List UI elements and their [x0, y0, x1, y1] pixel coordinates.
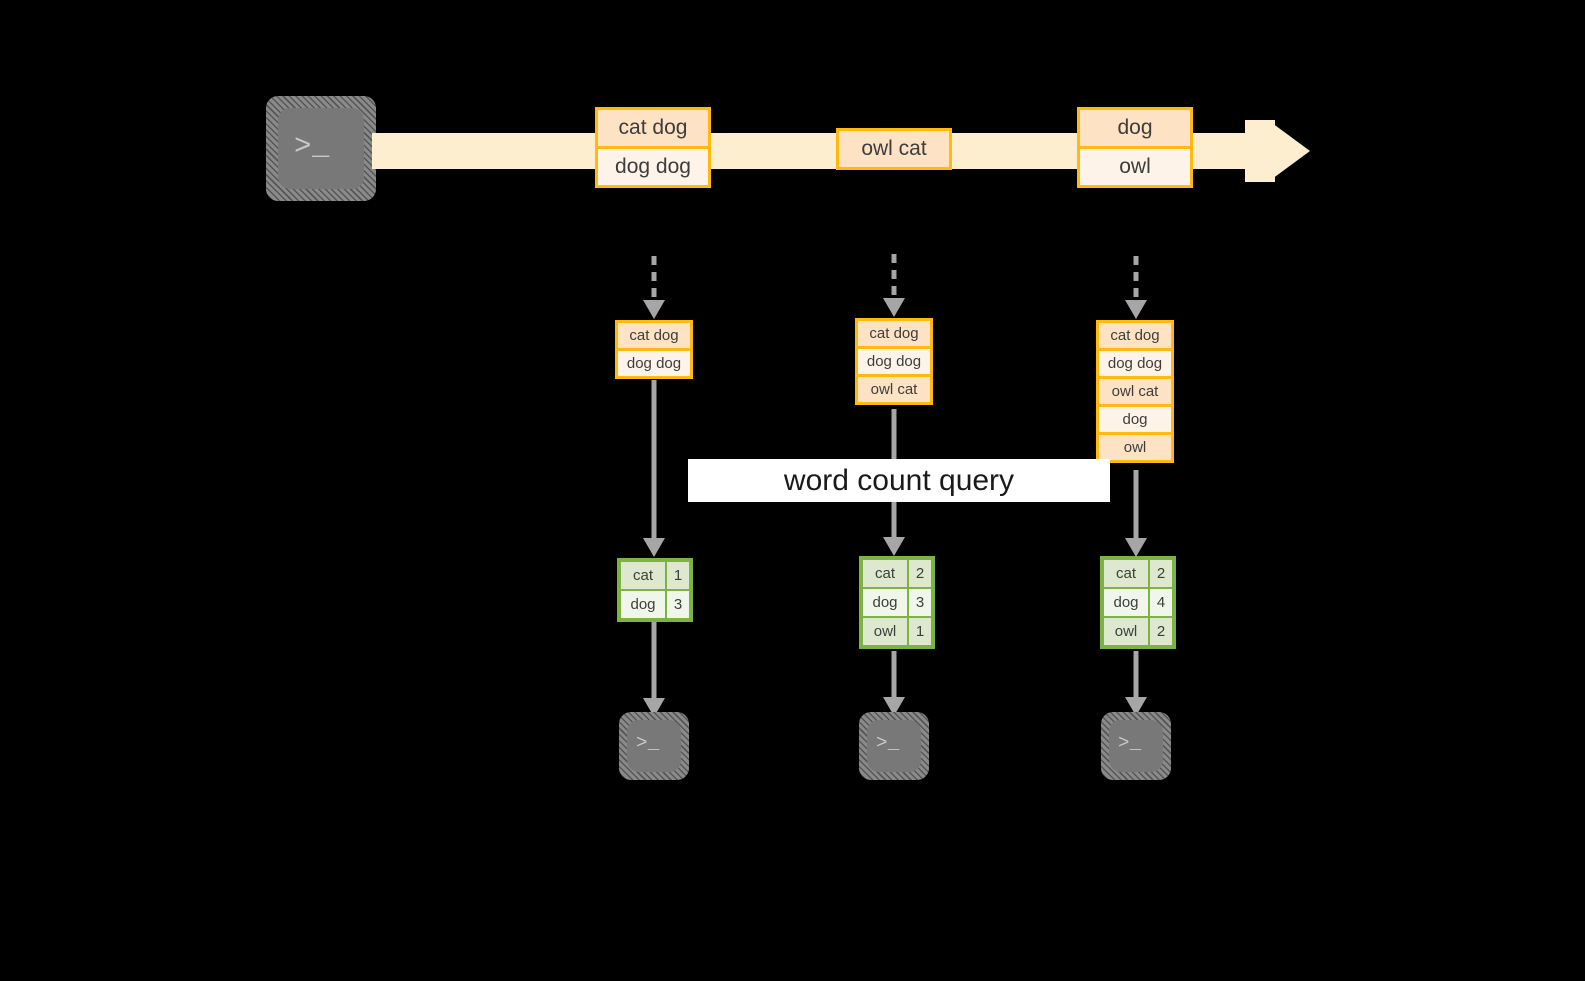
stream-group-1: cat dog dog dog [595, 107, 711, 188]
stream-event: owl cat [836, 128, 952, 170]
arrow-head [1125, 697, 1147, 716]
stream-group-2: owl cat [836, 128, 952, 170]
table-row: dog 3 [861, 587, 933, 618]
word-cell: cat [861, 558, 909, 589]
arrow-shaft [891, 651, 897, 699]
column-1-stream-tap-arrow [643, 256, 665, 321]
arrow-head [1125, 538, 1147, 557]
count-cell: 2 [907, 558, 933, 589]
column-2-stream-tap-arrow [883, 254, 905, 319]
arrow-shaft [1133, 256, 1139, 302]
count-cell: 3 [665, 589, 691, 620]
stream-group-3: dog owl [1077, 107, 1193, 188]
input-event: owl cat [855, 374, 933, 405]
column-3-input-stack: cat dog dog dog owl cat dog owl [1096, 320, 1174, 463]
input-event: owl [1096, 432, 1174, 463]
word-cell: cat [1102, 558, 1150, 589]
table-row: cat 2 [1102, 558, 1174, 589]
count-cell: 1 [907, 616, 933, 647]
input-event: owl cat [1096, 376, 1174, 407]
column-3-query-arrow [1125, 470, 1147, 560]
column-3-result-table: cat 2 dog 4 owl 2 [1100, 556, 1176, 649]
terminal-face [278, 108, 364, 189]
arrow-shaft [891, 254, 897, 300]
table-row: cat 2 [861, 558, 933, 589]
stream-event: cat dog [595, 107, 711, 149]
table-row: owl 2 [1102, 616, 1174, 647]
word-cell: cat [619, 560, 667, 591]
input-event: dog dog [1096, 348, 1174, 379]
arrow-head [643, 300, 665, 319]
word-cell: dog [861, 587, 909, 618]
table-row: cat 1 [619, 560, 691, 591]
terminal-prompt-glyph: >_ [876, 732, 900, 754]
count-cell: 2 [1148, 616, 1174, 647]
column-1-input-stack: cat dog dog dog [615, 320, 693, 379]
arrow-shaft [651, 380, 657, 540]
count-cell: 2 [1148, 558, 1174, 589]
terminal-face [627, 720, 681, 772]
column-3-stream-tap-arrow [1125, 256, 1147, 321]
count-cell: 4 [1148, 587, 1174, 618]
column-3-sink-arrow [1125, 651, 1147, 717]
column-2-result-table: cat 2 dog 3 owl 1 [859, 556, 935, 649]
column-2-sink-terminal-icon: >_ [859, 712, 929, 780]
column-1-query-arrow [643, 380, 665, 560]
arrow-head [883, 697, 905, 716]
table-row: owl 1 [861, 616, 933, 647]
word-count-query-caption: word count query [688, 459, 1110, 502]
count-cell: 3 [907, 587, 933, 618]
stream-arrow-head [1268, 120, 1310, 182]
arrow-shaft [1133, 651, 1139, 699]
arrow-head [643, 538, 665, 557]
terminal-prompt-glyph: >_ [294, 130, 330, 163]
table-row: dog 4 [1102, 587, 1174, 618]
word-cell: owl [1102, 616, 1150, 647]
terminal-prompt-glyph: >_ [636, 732, 660, 754]
input-event: dog dog [615, 348, 693, 379]
input-event: dog dog [855, 346, 933, 377]
stream-event: dog [1077, 107, 1193, 149]
stream-event: dog dog [595, 146, 711, 188]
input-event: dog [1096, 404, 1174, 435]
word-cell: dog [619, 589, 667, 620]
column-1-result-table: cat 1 dog 3 [617, 558, 693, 622]
column-3-sink-terminal-icon: >_ [1101, 712, 1171, 780]
arrow-head [883, 298, 905, 317]
terminal-face [867, 720, 921, 772]
arrow-head [883, 537, 905, 556]
column-1-sink-arrow [643, 622, 665, 718]
column-2-sink-arrow [883, 651, 905, 717]
stream-event: owl [1077, 146, 1193, 188]
column-2-input-stack: cat dog dog dog owl cat [855, 318, 933, 405]
word-cell: dog [1102, 587, 1150, 618]
terminal-face [1109, 720, 1163, 772]
count-cell: 1 [665, 560, 691, 591]
terminal-prompt-glyph: >_ [1118, 732, 1142, 754]
source-terminal-icon: >_ [266, 96, 376, 201]
column-1-sink-terminal-icon: >_ [619, 712, 689, 780]
arrow-shaft [1133, 470, 1139, 540]
word-cell: owl [861, 616, 909, 647]
input-event: cat dog [615, 320, 693, 351]
arrow-head [1125, 300, 1147, 319]
input-event: cat dog [1096, 320, 1174, 351]
table-row: dog 3 [619, 589, 691, 620]
arrow-shaft [651, 256, 657, 302]
input-event: cat dog [855, 318, 933, 349]
arrow-shaft [651, 622, 657, 700]
